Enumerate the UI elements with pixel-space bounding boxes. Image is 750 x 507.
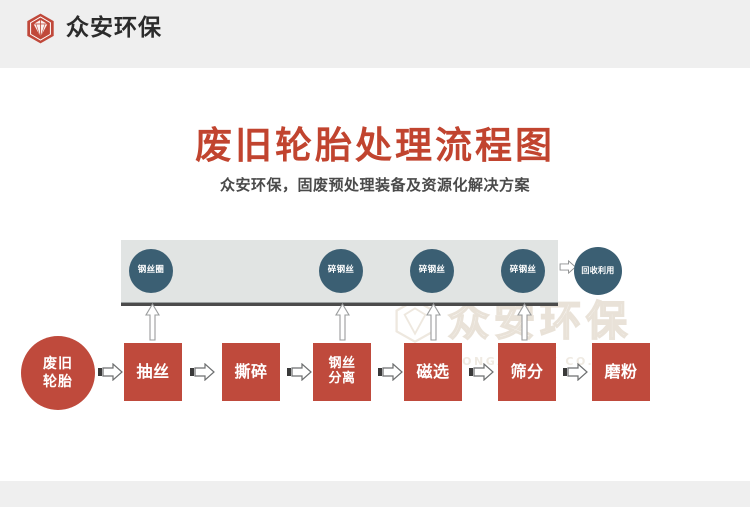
- flow-step-3[interactable]: 磁选: [404, 343, 462, 401]
- riser-arrow-3-icon: [516, 303, 533, 341]
- flow-step-5[interactable]: 磨粉: [592, 343, 650, 401]
- brand-name: 众安环保: [66, 15, 162, 41]
- flow-step-0[interactable]: 抽丝: [124, 343, 182, 401]
- flow-arrow-0-icon: [98, 363, 124, 381]
- brand-lockup[interactable]: 众安环保: [24, 12, 162, 45]
- arrow-band-to-recycle-icon: [557, 259, 577, 275]
- flow-step-1-line-1: 撕碎: [234, 361, 268, 381]
- flow-step-4-line-1: 筛分: [510, 361, 544, 381]
- flow-arrow-5-icon: [563, 363, 589, 381]
- byproduct-node-1[interactable]: 碎钢丝: [319, 249, 363, 293]
- app-footer-band: [0, 481, 750, 507]
- process-flow-row: 废旧 轮胎 抽丝 撕碎 钢丝: [0, 330, 750, 416]
- zhongan-diamond-logo-icon: [24, 12, 57, 45]
- flow-arrow-3-icon: [378, 363, 404, 381]
- riser-arrow-1-icon: [334, 303, 351, 341]
- flow-arrow-4-icon: [469, 363, 495, 381]
- byproduct-output-recycle[interactable]: 回收利用: [574, 247, 622, 295]
- riser-arrow-2-icon: [425, 303, 442, 341]
- page-title: 废旧轮胎处理流程图: [195, 124, 555, 167]
- flow-step-3-line-1: 磁选: [416, 361, 450, 381]
- flow-step-2[interactable]: 钢丝 分离: [313, 343, 371, 401]
- riser-arrow-0-icon: [144, 303, 161, 341]
- flow-step-1[interactable]: 撕碎: [222, 343, 280, 401]
- byproduct-node-3[interactable]: 碎钢丝: [501, 249, 545, 293]
- flow-start-waste-tire[interactable]: 废旧 轮胎: [21, 336, 95, 410]
- poster-canvas: 众安环保 ZHONGAN ENV CO.,LTD 废旧轮胎处理流程图 众安环保，…: [0, 68, 750, 481]
- flow-step-0-line-1: 抽丝: [136, 361, 170, 381]
- flow-step-5-line-1: 磨粉: [604, 361, 638, 381]
- flow-step-4[interactable]: 筛分: [498, 343, 556, 401]
- byproduct-band-rule: [121, 302, 558, 306]
- page-subtitle: 众安环保，固废预处理装备及资源化解决方案: [219, 176, 530, 194]
- byproduct-node-2[interactable]: 碎钢丝: [410, 249, 454, 293]
- flow-step-2-line-2: 分离: [328, 371, 356, 386]
- flow-arrow-1-icon: [190, 363, 216, 381]
- app-header-band: 众安环保: [0, 0, 750, 68]
- flow-start-line-1: 废旧: [43, 355, 73, 372]
- flow-step-2-line-1: 钢丝: [328, 356, 356, 372]
- flow-start-line-2: 轮胎: [43, 374, 73, 390]
- byproduct-node-0[interactable]: 钢丝圈: [129, 249, 173, 293]
- flow-arrow-2-icon: [287, 363, 313, 381]
